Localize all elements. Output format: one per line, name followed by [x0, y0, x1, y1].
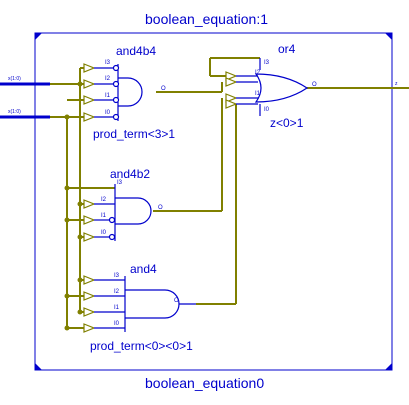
and4-instance-label: prod_term<0><0>1 [90, 339, 193, 353]
and4b4-instance-label: prod_term<3>1 [93, 127, 176, 141]
and4-pin-i3: I3 [114, 273, 120, 279]
block-title: boolean_equation:1 [145, 11, 269, 27]
signal-x-top-label: x(1:0) [8, 76, 21, 82]
and4-type-label: and4 [130, 262, 157, 276]
or4-pin-i2: I2 [255, 70, 261, 76]
and4b4-type-label: and4b4 [116, 44, 157, 58]
or4-pin-i0: I0 [264, 107, 270, 113]
and4-pin-i1: I1 [114, 305, 120, 311]
gate-and4b2[interactable] [94, 184, 152, 241]
and4b2-pin-o: O [158, 205, 163, 211]
and4b4-pin-i0: I0 [105, 110, 111, 116]
gate-or4[interactable] [236, 58, 309, 116]
or4-instance-label: z<0>1 [270, 116, 304, 130]
or4-pin-i1: I1 [255, 91, 261, 97]
and4b2-pin-i0: I0 [101, 230, 107, 236]
and4b2-type-label: and4b2 [110, 167, 151, 181]
block-boundary [34, 32, 393, 371]
or4-type-label: or4 [278, 42, 296, 56]
and4-pin-i2: I2 [114, 289, 120, 295]
and4b4-pin-i2: I2 [105, 76, 111, 82]
input-triangles [83, 63, 238, 333]
and4b4-pin-i1: I1 [105, 93, 111, 99]
signal-x-bottom-label: x(1:0) [8, 109, 21, 115]
or4-pin-i3: I3 [264, 60, 270, 66]
and4-pin-o: O [174, 298, 179, 304]
and4b2-pin-i1: I1 [101, 213, 107, 219]
and4b2-pin-i2: I2 [101, 197, 107, 203]
and4b4-pin-i3: I3 [105, 60, 111, 66]
junction-dots [64, 81, 83, 331]
and4b2-pin-i3: I3 [117, 180, 123, 186]
or4-pin-o: O [312, 82, 317, 88]
and4b4-pin-o: O [161, 86, 166, 92]
gate-and4b4[interactable] [94, 64, 143, 121]
and4-pin-i0: I0 [114, 321, 120, 327]
signal-z-label: z [395, 81, 398, 87]
wires [0, 57, 409, 329]
block-footer: boolean_equation0 [145, 375, 265, 391]
gate-and4[interactable] [94, 276, 196, 332]
block-corner-markers [35, 33, 392, 370]
